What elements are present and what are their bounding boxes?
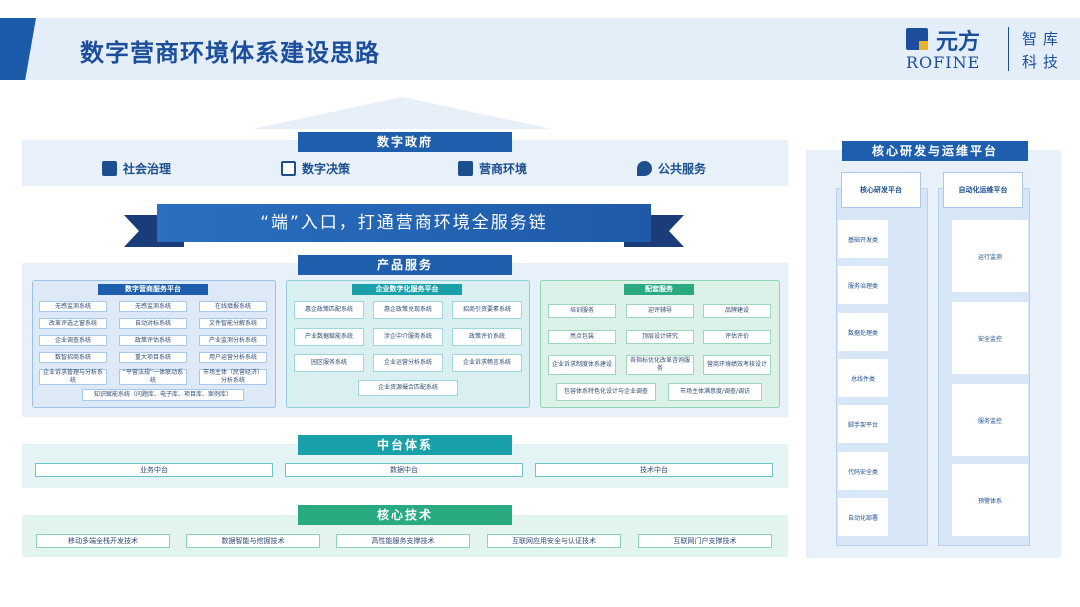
dev-platform-item: 脚手架平台 (838, 405, 888, 443)
core-item-performance: 高性能服务支撑技术 (336, 534, 470, 548)
page-title: 数字营商环境体系建设思路 (80, 39, 380, 67)
ops-platform-item: 安全监控 (952, 302, 1028, 374)
service-cell: 顶层设计研究 (626, 330, 694, 344)
service-cell: 产业监测分析系统 (199, 335, 267, 346)
product-tab: 产品服务 (298, 255, 512, 275)
service-cell: 改革评选之窗系统 (39, 318, 107, 329)
service-cell: 在线填报系统 (199, 301, 267, 312)
dev-platform-item: 代码安全类 (838, 452, 888, 490)
service-cell: 重大项目系统 (119, 352, 187, 363)
gov-item-label: 公共服务 (658, 162, 707, 176)
ops-platform-item: 运行监测 (952, 220, 1028, 292)
core-item-portal: 互联网门户支撑技术 (638, 534, 772, 548)
service-cell: 品牌建设 (703, 304, 771, 318)
service-cell: 企业诉求制度体系建设 (548, 355, 616, 375)
logo-side-1: 智库 (1022, 30, 1065, 48)
service-cell: 惠企政策匹配系统 (294, 301, 364, 319)
gov-item-social: 社会治理 (102, 160, 171, 177)
gov-item-label: 数字决策 (302, 162, 351, 176)
service-cell: 自动对标系统 (119, 318, 187, 329)
dev-platform-item: 数据处理类 (838, 313, 888, 351)
service-cell: 政策评估系统 (119, 335, 187, 346)
col-dev-head: 核心研发平台 (841, 172, 921, 208)
core-item-security: 互联网应用安全与认证技术 (487, 534, 621, 548)
service-cell: 各指标优化改革咨询服务 (626, 355, 694, 375)
rofine-logo-icon (906, 28, 928, 50)
resource-match-cell: 企业资源撮合匹配系统 (358, 380, 458, 396)
service-cell: 数智招商系统 (39, 352, 107, 363)
service-cell: 产业数据赋能系统 (294, 328, 364, 346)
shop-icon (458, 161, 473, 176)
logo-divider (1008, 27, 1009, 71)
panel-title: 配套服务 (624, 284, 694, 295)
service-cell: 用户运营分析系统 (199, 352, 267, 363)
support-wide-cell-1: 包容体系特色化设计与企业调查 (556, 383, 656, 401)
mid-item-data: 数据中台 (285, 463, 523, 477)
core-item-mobile: 移动多端全栈开发技术 (36, 534, 170, 548)
knowledge-cell: 知识赋能系统（问题库、电子库、项目库、案例库） (82, 389, 244, 401)
service-cell: 无感监测系统 (119, 301, 187, 312)
core-tab: 核心技术 (298, 505, 512, 525)
panel-title: 企业数字化服务平台 (352, 284, 462, 295)
core-item-data-mining: 数据智能与挖掘技术 (186, 534, 320, 548)
service-cell: 文件智能分解系统 (199, 318, 267, 329)
logo-side-2: 科技 (1022, 53, 1065, 71)
support-wide-cell-2: 市场主体满意度/调查/调访 (668, 383, 762, 401)
service-cell: 招商引资要素系统 (452, 301, 522, 319)
header-band (0, 18, 1080, 80)
banner: “端”入口，打通营商环境全服务链 (157, 204, 651, 242)
right-tab: 核心研发与运维平台 (842, 141, 1028, 161)
service-cell: 园区服务系统 (294, 354, 364, 372)
ops-platform-item: 预警体系 (952, 464, 1028, 536)
service-cell: 评估评价 (703, 330, 771, 344)
service-cell: 无感监测系统 (39, 301, 107, 312)
mid-item-tech: 技术中台 (535, 463, 773, 477)
service-cell: 企业诉求管理与分析系统 (39, 369, 107, 385)
service-cell: 亮点包装 (548, 330, 616, 344)
service-cell: 迎评辅导 (626, 304, 694, 318)
logo-en: ROFINE (906, 53, 981, 72)
panel-title: 数字营商服务平台 (98, 284, 208, 295)
logo-cn: 元方 (936, 29, 981, 55)
service-cell: 惠企政策兑现系统 (373, 301, 443, 319)
dev-platform-item: 自动化部署 (838, 498, 888, 536)
service-cell: 涉企中介服务系统 (373, 328, 443, 346)
mid-tab: 中台体系 (298, 435, 512, 455)
service-cell: 企业运营分析系统 (373, 354, 443, 372)
mid-item-business: 业务中台 (35, 463, 273, 477)
chart-icon (281, 161, 296, 176)
service-cell: 政策评价系统 (452, 328, 522, 346)
service-cell: “平营法规”一体联动系统 (119, 369, 187, 385)
gov-item-decision: 数字决策 (281, 160, 350, 177)
gov-item-business: 营商环境 (458, 160, 527, 177)
dev-platform-item: 服务治理类 (838, 266, 888, 304)
building-icon (102, 161, 117, 176)
service-cell: 市场主体（民营经济）分析系统 (199, 369, 267, 385)
col-ops-head: 自动化运维平台 (943, 172, 1023, 208)
service-cell: 营商环境绩效考核设计 (703, 355, 771, 375)
service-cell: 企业调查系统 (39, 335, 107, 346)
service-cell: 企业诉求畅言系统 (452, 354, 522, 372)
gov-item-public: 公共服务 (637, 160, 706, 177)
gov-item-label: 社会治理 (123, 162, 172, 176)
dev-platform-item: 总线件类 (838, 359, 888, 397)
handshake-icon (637, 161, 652, 176)
ops-platform-item: 服务监控 (952, 384, 1028, 456)
gov-tab: 数字政府 (298, 132, 512, 152)
dev-platform-item: 基础开发类 (838, 220, 888, 258)
roof-triangle (252, 97, 552, 129)
gov-item-label: 营商环境 (479, 162, 528, 176)
service-cell: 培训服务 (548, 304, 616, 318)
